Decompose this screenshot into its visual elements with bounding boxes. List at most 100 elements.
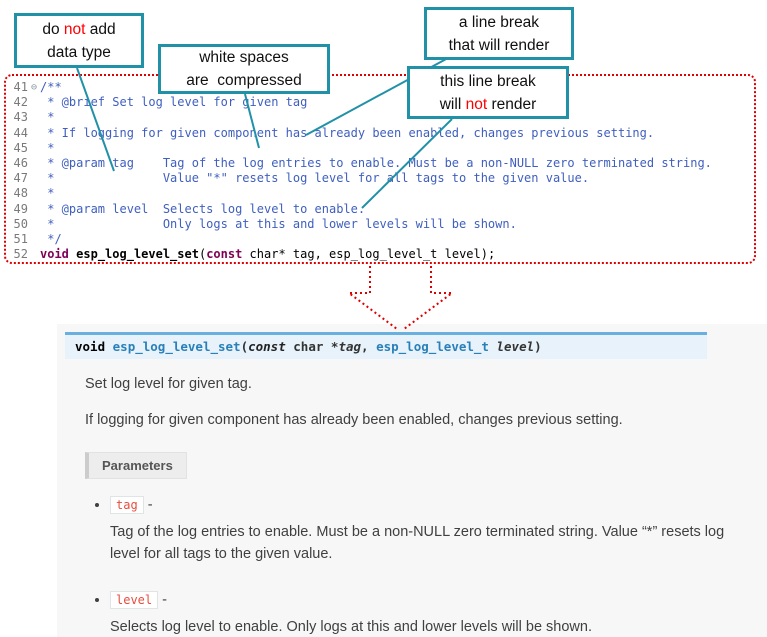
callout-line-break-not-render: this line break will not render (407, 66, 569, 119)
big-down-arrow-right-icon (403, 266, 455, 330)
callout-text-line: this line break (440, 72, 536, 90)
code-segment: void (40, 247, 69, 262)
code-segment: * (40, 140, 55, 155)
code-editor-snippet: 41⊖/**42 * @brief Set log level for give… (4, 74, 756, 264)
signature-segment: ) (534, 339, 542, 354)
code-segment: char* tag, esp_log_level_t level); (242, 247, 496, 262)
code-line: 42 * @brief Set log level for given tag (6, 95, 754, 110)
line-number: 52 (13, 247, 28, 262)
code-segment: * @brief Set log level for given tag (40, 95, 308, 110)
parameter-name-row: tag - (110, 495, 731, 515)
line-number: 43 (13, 110, 28, 125)
signature-segment: char * (285, 339, 339, 354)
function-signature: void esp_log_level_set(const char *tag, … (65, 332, 707, 359)
parameters-list: tag - Tag of the log entries to enable. M… (85, 495, 731, 637)
callout-text-fragment: do (42, 20, 64, 38)
code-line: 50 * Only logs at this and lower levels … (6, 217, 754, 232)
code-text: * If logging for given component has alr… (40, 126, 654, 141)
code-line: 49 * @param level Selects log level to e… (6, 202, 754, 217)
callout-text-line: that will render (448, 36, 550, 54)
callout-text-fragment: not (63, 20, 86, 38)
callout-text-line: white spaces (199, 49, 289, 66)
code-line: 46 * @param tag Tag of the log entries t… (6, 156, 754, 171)
callout-text-line: are compressed (186, 72, 302, 89)
signature-segment: const (248, 339, 286, 354)
code-text: */ (40, 232, 61, 247)
code-text: * (40, 141, 54, 156)
callout-text-line: data type (47, 43, 111, 61)
fold-gutter (28, 186, 40, 201)
code-line: 44 * If logging for given component has … (6, 126, 754, 141)
callout-text-fragment: not (465, 95, 488, 113)
code-segment: ( (198, 247, 207, 262)
fold-gutter (28, 202, 40, 217)
line-number: 45 (13, 140, 28, 155)
doc-brief-paragraph: Set log level for given tag. (85, 376, 252, 392)
code-line: 47 * Value "*" resets log level for all … (6, 171, 754, 186)
code-text: * (40, 110, 54, 125)
parameter-description: Selects log level to enable. Only logs a… (110, 618, 592, 635)
parameter-dash: - (158, 591, 167, 608)
parameter-name-literal: level (110, 590, 159, 609)
callout-text-line: do not add (42, 18, 115, 41)
rendered-doc-preview: void esp_log_level_set(const char *tag, … (57, 324, 767, 637)
parameter-item: tag - Tag of the log entries to enable. M… (110, 495, 731, 566)
signature-segment: esp_log_level_t (376, 339, 489, 354)
signature-segment: void (75, 339, 106, 354)
fold-gutter (28, 126, 40, 141)
fold-gutter (28, 141, 40, 156)
callout-text-fragment: render (487, 95, 537, 113)
fold-minus-icon: ⊖ (30, 82, 38, 93)
code-text: * @brief Set log level for given tag (40, 95, 307, 110)
fold-gutter (28, 110, 40, 125)
callout-text-line: will not render (440, 93, 537, 116)
parameter-name-literal: tag (110, 496, 144, 515)
signature-segment: esp_log_level_set (112, 339, 241, 354)
code-line: 43 * (6, 110, 754, 125)
code-segment: * Only logs at this and lower levels wil… (40, 216, 517, 231)
code-segment: * (40, 110, 55, 125)
code-segment: const (206, 247, 243, 262)
code-text: * (40, 186, 54, 201)
code-text: * Value "*" resets log level for all tag… (40, 171, 589, 186)
fold-gutter (28, 95, 40, 110)
line-number: 49 (13, 201, 28, 216)
parameter-dash: - (143, 497, 153, 514)
signature-segment: , (361, 339, 377, 354)
code-segment: * @param tag Tag of the log entries to e… (40, 156, 712, 171)
line-number: 48 (13, 186, 28, 201)
parameter-description: Tag of the log entries to enable. Must b… (110, 524, 725, 562)
signature-segment: level (496, 339, 535, 354)
line-number: 50 (13, 216, 28, 231)
code-segment: * Value "*" resets log level for all tag… (40, 171, 590, 186)
code-segment: esp_log_level_set (76, 247, 199, 262)
code-line: 48 * (6, 186, 754, 201)
code-line: 51 */ (6, 232, 754, 247)
callout-text-fragment: add (85, 20, 116, 38)
doc-body: Set log level for given tag. If logging … (57, 374, 767, 637)
doc-description-paragraph: If logging for given component has alrea… (85, 412, 623, 429)
line-number: 46 (13, 156, 28, 171)
code-segment: * (40, 186, 55, 201)
big-down-arrow-left-icon (346, 266, 398, 330)
code-line: 52 void esp_log_level_set(const char* tag… (6, 247, 754, 262)
fold-gutter (28, 217, 40, 232)
code-text: * @param tag Tag of the log entries to e… (40, 156, 712, 171)
parameter-name-row: level - (110, 590, 731, 610)
code-text: void esp_log_level_set(const char* tag, … (40, 247, 495, 262)
callout-line-break-renders: a line break that will render (424, 7, 574, 60)
callout-whitespace-compressed: white spaces are compressed (158, 44, 330, 94)
fold-gutter (28, 156, 40, 171)
line-number: 42 (13, 95, 28, 110)
code-segment: /** (40, 80, 62, 94)
callout-text-fragment: will (439, 95, 466, 113)
code-line: 41⊖/** (6, 80, 754, 95)
callout-do-not-add-data-type: do not add data type (14, 13, 144, 68)
signature-segment (105, 339, 113, 354)
code-segment: * @param level Selects log level to enab… (40, 201, 366, 216)
parameters-label: Parameters (85, 452, 187, 480)
fold-gutter (28, 247, 40, 262)
line-number: 44 (13, 125, 28, 140)
line-number: 41 (13, 80, 28, 94)
